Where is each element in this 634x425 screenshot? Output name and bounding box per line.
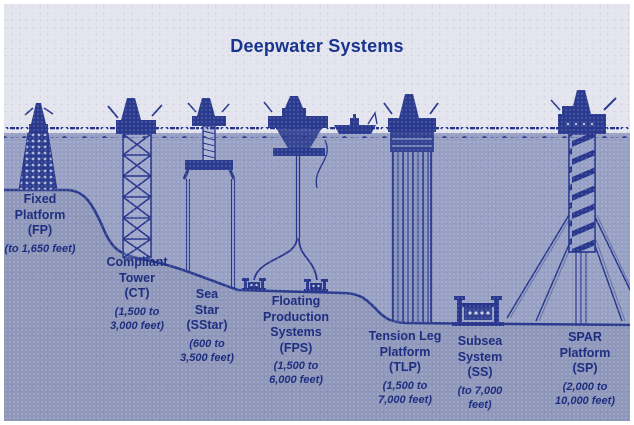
label-compliant-tower: Compliant Tower (CT) (1,500 to 3,000 fee…	[94, 255, 180, 333]
platform-abbr: (SP)	[572, 361, 598, 375]
waterline-waves	[0, 127, 634, 138]
label-subsea-system: Subsea System (SS) (to 7,000 feet)	[445, 334, 515, 412]
platform-name: Floating Production Systems	[263, 294, 329, 339]
label-sea-star: Sea Star (SStar) (600 to 3,500 feet)	[177, 287, 237, 365]
platform-depth: (to 1,650 feet)	[4, 242, 76, 255]
platform-name: Sea Star	[194, 287, 220, 317]
subsea-system-icon	[452, 296, 504, 326]
page-title: Deepwater Systems	[230, 36, 404, 56]
platform-abbr: (FPS)	[279, 340, 313, 355]
platform-depth: (to 7,000 feet)	[457, 384, 503, 411]
seabed-fill	[0, 190, 634, 425]
platform-depth: (1,500 to 6,000 feet)	[269, 360, 323, 386]
platform-name: Compliant Tower	[106, 255, 168, 285]
spar-mooring-lines	[506, 214, 634, 322]
platform-depth: (2,000 to 10,000 feet)	[555, 380, 615, 407]
sea-star-icon	[182, 98, 236, 288]
platform-name: SPAR Platform	[559, 330, 611, 360]
label-floating-production-systems: Floating Production Systems (FPS) (1,500…	[250, 294, 342, 387]
label-tension-leg-platform: Tension Leg Platform (TLP) (1,500 to 7,0…	[356, 329, 454, 407]
platform-name: Subsea System	[457, 334, 503, 364]
platform-depth: (1,500 to 3,000 feet)	[110, 305, 164, 332]
platform-abbr: (TLP)	[389, 360, 421, 374]
platform-abbr: (SStar)	[186, 318, 228, 332]
platform-depth: (600 to 3,500 feet)	[180, 337, 234, 364]
seafloor-line	[0, 188, 634, 327]
platform-depth: (1,500 to 7,000 feet)	[378, 379, 432, 406]
label-spar-platform: SPAR Platform (SP) (2,000 to 10,000 feet…	[540, 330, 630, 408]
platform-abbr: (FP)	[27, 223, 53, 237]
platform-name: Fixed Platform	[14, 192, 66, 222]
platform-abbr: (SS)	[467, 365, 493, 379]
platform-name: Tension Leg Platform	[368, 329, 442, 359]
label-fixed-platform: Fixed Platform (FP) (to 1,650 feet)	[0, 192, 80, 256]
platform-abbr: (CT)	[124, 286, 150, 300]
